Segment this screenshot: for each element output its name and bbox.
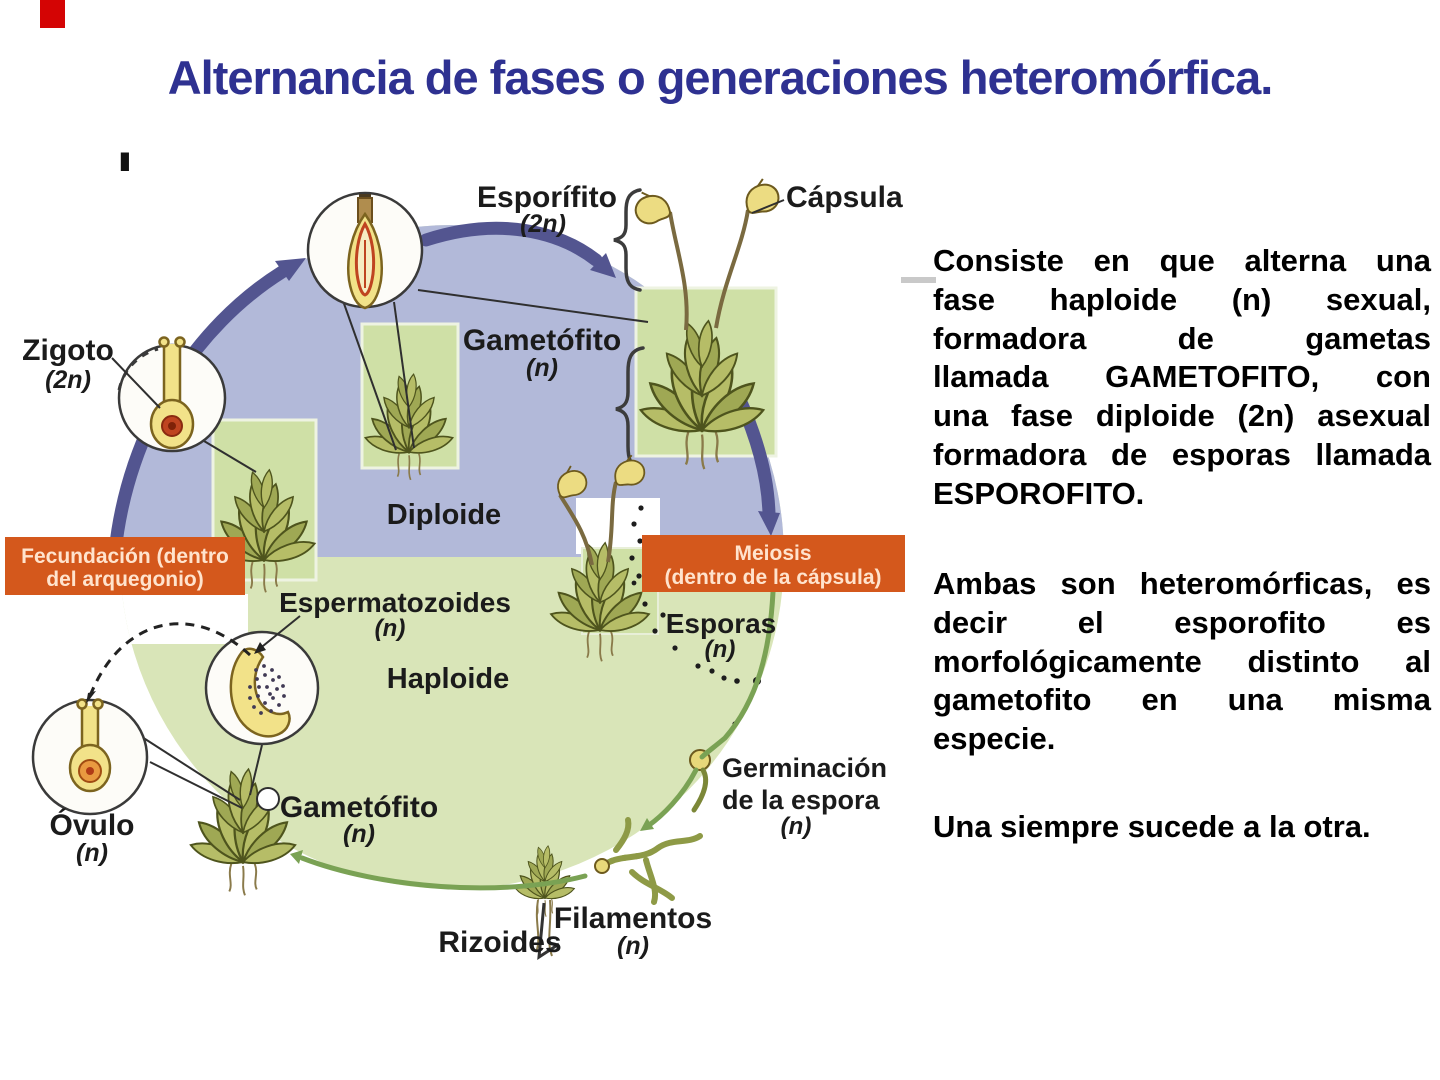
label-capsula: Cápsula bbox=[786, 181, 903, 214]
body-paragraph-2: Ambas son heteromórficas, es decir el es… bbox=[933, 565, 1431, 759]
brace-esporofito bbox=[613, 188, 642, 292]
text-line: gametofito en una misma bbox=[933, 682, 1431, 718]
sporophyte-stalks-right bbox=[629, 175, 782, 331]
label-ovulo: Óvulo bbox=[49, 808, 134, 842]
text-line: una fase diploide (2n) asexual bbox=[933, 398, 1431, 434]
label-gametofito-superior: Gametófito bbox=[463, 324, 621, 357]
callout-zygote bbox=[111, 336, 227, 453]
stray-cursor-mark: I bbox=[117, 147, 133, 177]
label-gametofito-inferior: Gametófito bbox=[280, 791, 438, 824]
label-espermatozoides-ploidy: (n) bbox=[375, 615, 406, 642]
text-line: llamada GAMETOFITO, con bbox=[933, 359, 1431, 395]
text-line: formadora de gametas bbox=[933, 320, 1431, 356]
sporophyte-stalks-middle bbox=[552, 453, 647, 566]
sperm-swim-path bbox=[86, 622, 252, 704]
body-paragraph-3: Una siempre sucede a la otra. bbox=[933, 808, 1431, 847]
fertilization-box: Fecundación (dentro del arquegonio) bbox=[5, 537, 245, 595]
sperm-dots bbox=[248, 664, 286, 715]
life-cycle-diagram: Fecundación (dentro del arquegonio) Meio… bbox=[5, 175, 905, 960]
text-line: Ambas son heteromórficas, es bbox=[933, 566, 1431, 601]
label-ovulo-ploidy: (n) bbox=[76, 839, 108, 867]
fertilization-box-line2: del arquegonio) bbox=[46, 568, 204, 591]
label-esporofito: Esporífito bbox=[477, 181, 617, 214]
label-haploide: Haploide bbox=[387, 663, 509, 695]
cycle-arrow-top bbox=[419, 221, 616, 278]
meiosis-box-line1: Meiosis bbox=[734, 542, 811, 565]
slide-title: Alternancia de fases o generaciones hete… bbox=[167, 51, 1274, 104]
callout-ovule bbox=[31, 698, 149, 816]
callout-antheridium bbox=[204, 615, 320, 746]
fertilization-box-line1: Fecundación (dentro bbox=[21, 545, 229, 568]
label-germinacion-line2: de la espora bbox=[722, 785, 881, 815]
gray-line-artifact bbox=[901, 277, 936, 283]
rhizoid-pointer bbox=[535, 899, 560, 960]
body-paragraph-1: Consiste en que alterna una fase haploid… bbox=[933, 242, 1431, 514]
red-corner-mark bbox=[40, 0, 65, 28]
text-line: morfológicamente distinto al bbox=[933, 643, 1431, 679]
label-esporas-ploidy: (n) bbox=[705, 636, 736, 663]
text-line: fase haploide (n) sexual, bbox=[933, 281, 1431, 317]
label-esporas: Esporas bbox=[666, 608, 777, 639]
label-espermatozoides: Espermatozoides bbox=[279, 587, 511, 618]
label-gametofito-superior-ploidy: (n) bbox=[526, 354, 558, 382]
callout-archegonium-section bbox=[306, 191, 424, 310]
text-line: Una siempre sucede a la otra. bbox=[933, 809, 1371, 844]
label-germinacion-ploidy: (n) bbox=[781, 813, 812, 840]
text-line: decir el esporofito es bbox=[933, 604, 1431, 640]
text-line: ESPOROFITO. bbox=[933, 475, 1145, 511]
label-gametofito-inferior-ploidy: (n) bbox=[343, 820, 375, 848]
label-zigoto-ploidy: (2n) bbox=[45, 366, 91, 394]
meiosis-box: Meiosis (dentro de la cápsula) bbox=[642, 535, 905, 592]
label-germinacion-line1: Germinación bbox=[722, 753, 887, 783]
text-line: Consiste en que alterna una bbox=[933, 243, 1431, 278]
filaments-illustration bbox=[594, 817, 703, 905]
meiosis-box-line2: (dentro de la cápsula) bbox=[664, 566, 881, 589]
text-line: especie. bbox=[933, 721, 1056, 757]
white-wedge bbox=[120, 594, 248, 644]
label-diploide: Diploide bbox=[387, 499, 501, 531]
brace-gametofito bbox=[615, 346, 645, 472]
label-esporofito-ploidy: (2n) bbox=[520, 210, 566, 238]
label-zigoto: Zigoto bbox=[22, 334, 114, 367]
spore-to-filament-arrows bbox=[290, 589, 776, 891]
label-filamentos-ploidy: (n) bbox=[617, 932, 649, 960]
label-rizoides: Rizoides bbox=[438, 926, 561, 959]
label-filamentos: Filamentos bbox=[554, 902, 712, 935]
text-line: formadora de esporas llamada bbox=[933, 436, 1431, 472]
